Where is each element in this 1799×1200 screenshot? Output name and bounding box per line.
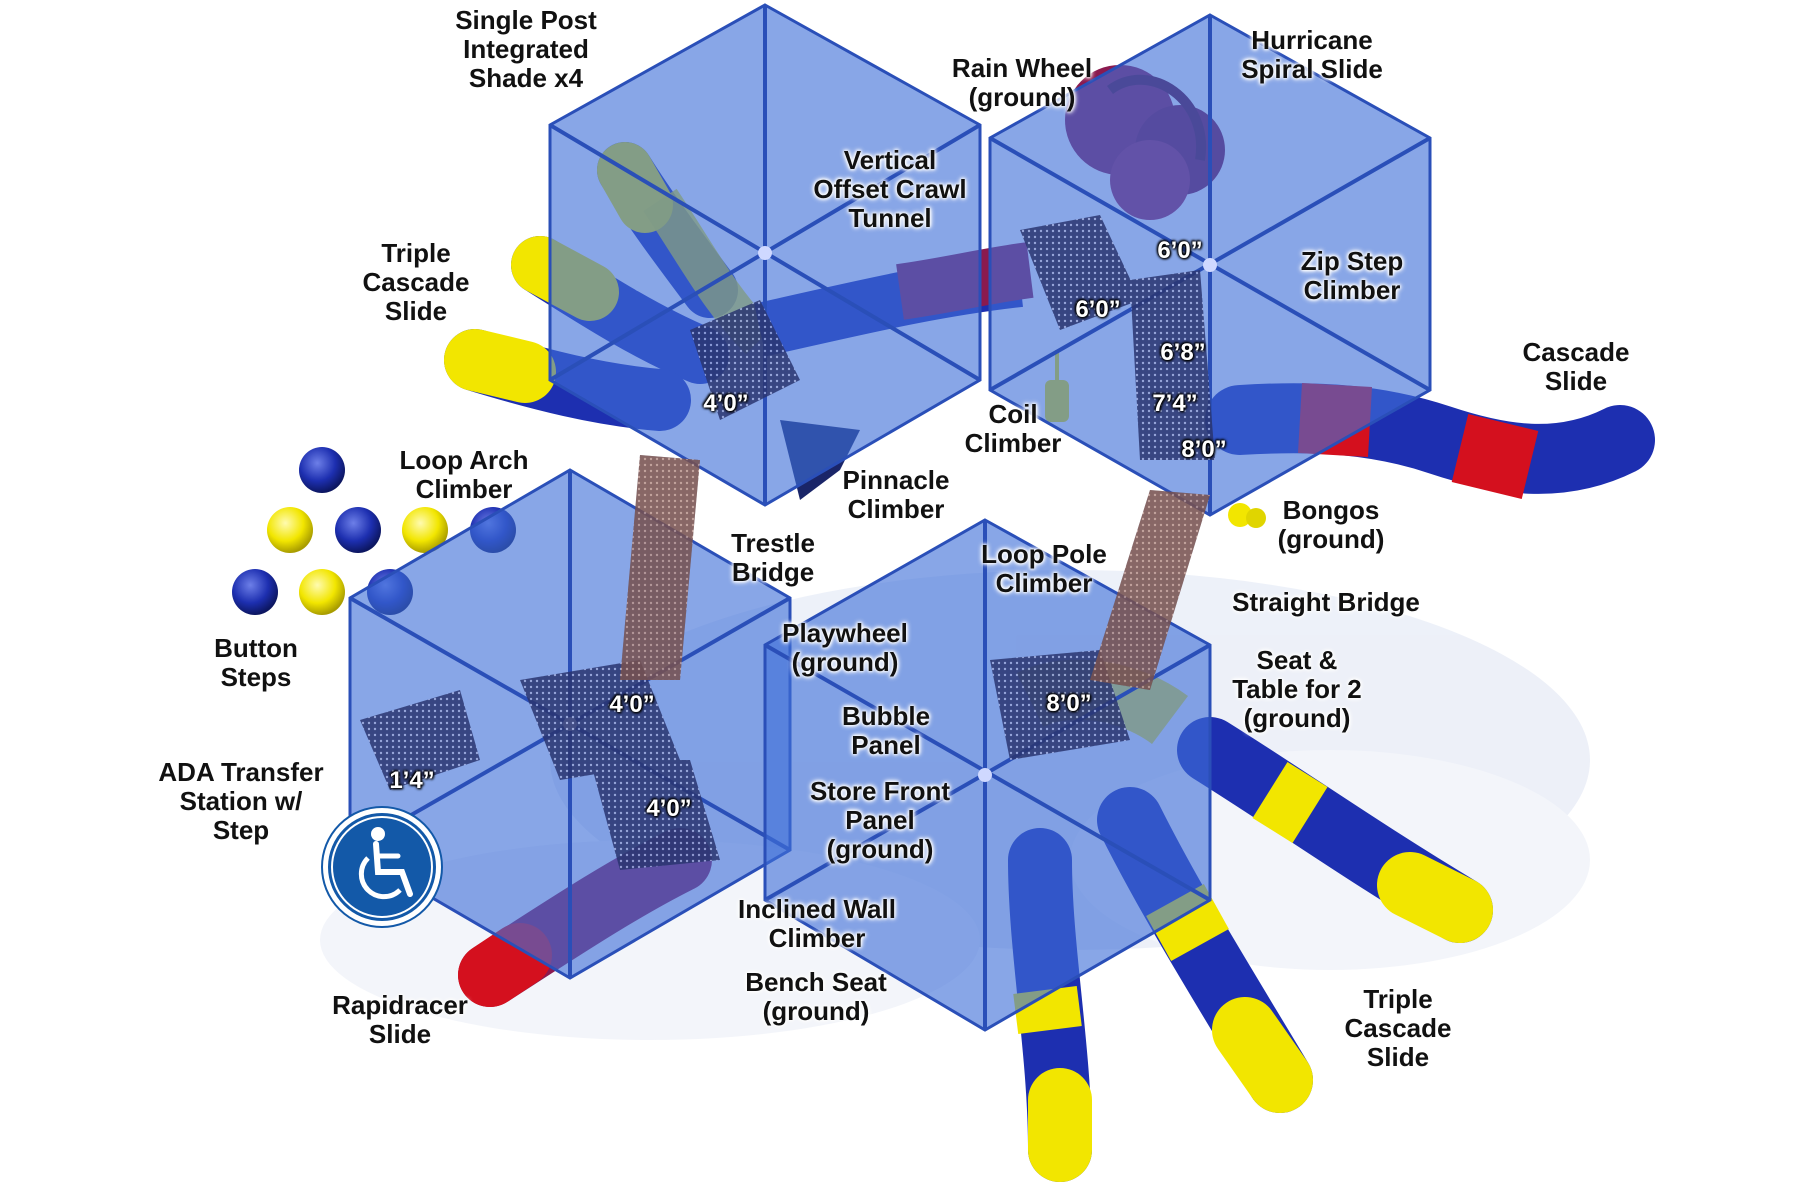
label-rain-wheel: Rain Wheel(ground) bbox=[951, 53, 1093, 112]
label-seat-table: Seat &Table for 2(ground) bbox=[1232, 645, 1362, 733]
deck-height-label: 6’0” bbox=[1075, 296, 1121, 323]
deck-height-label: 4’0” bbox=[703, 390, 749, 417]
deck-height-label: 8’0” bbox=[1181, 436, 1227, 463]
deck-height-label: 4’0” bbox=[609, 691, 655, 718]
deck-height-label: 7’4” bbox=[1152, 390, 1198, 417]
deck-height-label: 6’0” bbox=[1157, 237, 1203, 264]
deck-height-label: 4’0” bbox=[646, 795, 692, 822]
button-steps bbox=[232, 447, 516, 615]
label-straight-bridge: Straight Bridge bbox=[1232, 587, 1420, 617]
shade-canopy-se bbox=[763, 518, 1212, 1032]
label-bench-seat: Bench Seat(ground) bbox=[745, 967, 887, 1026]
shade-canopy-nw bbox=[548, 3, 982, 507]
deck-height-label: 1’4” bbox=[389, 767, 435, 794]
deck-height-label: 8’0” bbox=[1046, 690, 1092, 717]
deck-height-label: 6’8” bbox=[1160, 339, 1206, 366]
label-bongos: Bongos(ground) bbox=[1277, 495, 1385, 554]
label-playwheel: Playwheel(ground) bbox=[782, 618, 908, 677]
decks bbox=[360, 215, 1215, 870]
bridges bbox=[620, 455, 1210, 690]
bongos bbox=[1228, 503, 1266, 528]
wheelchair-icon bbox=[321, 806, 443, 928]
shade-canopy-ne bbox=[988, 13, 1432, 517]
